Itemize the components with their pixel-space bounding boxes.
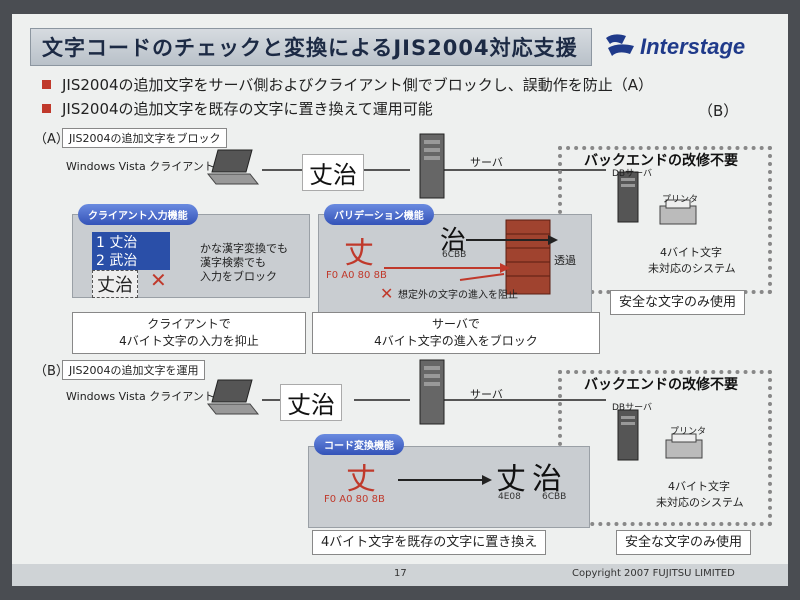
code-ext-b: F0 A0 80 8B [324,494,385,505]
ime-input: 丈治 [92,270,138,298]
callout-client-a-line2: 4バイト文字の入力を抑止 [119,334,259,348]
callout-server-a-line1: サーバで [432,317,480,331]
bullet-2: JIS2004の追加文字を既存の文字に置き換えて運用可能 [62,100,433,118]
safe-callout-b: 安全な文字のみ使用 [616,530,752,555]
bullet-marker [42,80,51,89]
page-number: 17 [394,568,407,579]
block-mark: ✕ [150,268,167,292]
server-icon [419,133,445,199]
callout-client-a-line1: クライアントで [147,317,231,331]
reject-mark: ✕ [380,284,394,303]
code-ext-a: F0 A0 80 8B [326,270,387,281]
convert-arrow-b [398,475,492,485]
code-ok-a: 6CBB [442,250,467,260]
conversion-func-pill: コード変換機能 [314,434,404,455]
ime-item-2: 2 武治 [92,250,170,270]
printer-label-b: プリンタ [670,427,707,437]
firewall-icon [505,219,551,295]
pass-label: 透過 [554,254,576,267]
callout-b: 4バイト文字を既存の文字に置き換え [312,530,547,555]
section-a-tag: （A） [34,132,69,147]
server-icon [419,359,445,425]
laptop-icon [206,149,260,185]
safe-callout-a: 安全な文字のみ使用 [610,290,746,315]
legacy-a-line1: 4バイト文字 [660,246,722,259]
ime-note-1: かな漢字変換でも [200,242,288,255]
logo-text: Interstage [640,34,746,59]
callout-server-a: サーバで 4バイト文字の進入をブロック [312,312,600,354]
code1-b: 4E08 [498,492,521,502]
laptop-icon [206,379,260,415]
bullet-1: JIS2004の追加文字をサーバ側およびクライアント側でブロックし、誤動作を防止… [62,76,654,94]
printer-label-a: プリンタ [662,195,699,205]
client-func-pill: クライアント入力機能 [78,204,198,225]
flow-arrows-a [384,235,558,281]
printer-icon [659,199,697,225]
db-label-a: DBサーバ [612,169,653,179]
code2-b: 6CBB [542,492,567,502]
conversion-panel [308,446,590,528]
footer-bar [12,564,788,586]
db-server-icon [617,409,639,461]
ime-note-3: 入力をブロック [200,270,277,283]
interstage-logo-icon [606,34,634,56]
legacy-b-line2: 未対応のシステム [656,496,744,509]
char-ext-a: 丈 [344,236,374,271]
copyright: Copyright 2007 FUJITSU LIMITED [572,568,735,579]
char-ok-a: 治 [440,226,467,256]
callout-server-a-line2: 4バイト文字の進入をブロック [374,334,538,348]
bullet-marker [42,104,51,113]
slide: 文字コードのチェックと変換によるJIS2004対応支援 Interstage J… [12,14,788,586]
db-label-b: DBサーバ [612,403,653,413]
legacy-b-line1: 4バイト文字 [668,480,730,493]
slide-title: 文字コードのチェックと変換によるJIS2004対応支援 [42,36,578,60]
sent-text-b: 丈治 [280,384,342,421]
ime-note-2: 漢字検索でも [200,256,266,269]
title-bar [30,28,592,66]
section-b-pill: JIS2004の追加文字を運用 [62,360,206,380]
backend-title-a: バックエンドの改修不要 [584,153,738,169]
sent-text-a: 丈治 [302,154,364,191]
char-ext-b: 丈 [346,462,376,497]
bullet-2-tag: （B） [698,102,739,120]
section-b-tag: （B） [34,364,69,379]
db-server-icon [617,171,639,223]
client-label-a: Windows Vista クライアント [66,160,215,173]
client-label-b: Windows Vista クライアント [66,390,215,403]
block-note: 想定外の文字の進入を阻止 [398,290,518,301]
validation-func-pill: バリデーション機能 [324,204,434,225]
server-label-a: サーバ [470,156,503,169]
section-a-pill: JIS2004の追加文字をブロック [62,128,228,148]
backend-title-b: バックエンドの改修不要 [584,377,738,393]
ime-item-1: 1 丈治 [92,232,170,252]
callout-client-a: クライアントで 4バイト文字の入力を抑止 [72,312,306,354]
result-b: 丈治 [496,462,568,497]
legacy-a-line2: 未対応のシステム [648,262,736,275]
printer-icon [665,433,703,459]
server-label-b: サーバ [470,388,503,401]
